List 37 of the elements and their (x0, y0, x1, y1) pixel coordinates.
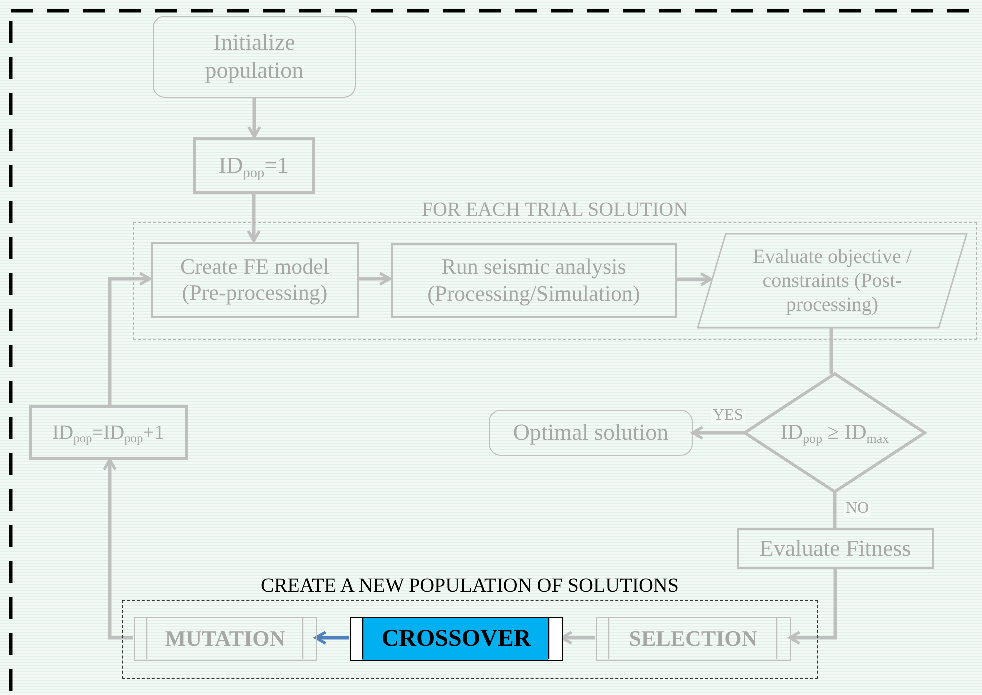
process-box (737, 528, 934, 569)
terminal-box (153, 16, 356, 98)
predefined-process-box (596, 617, 791, 661)
node-label: Create FE model (Pre-processing) (179, 254, 331, 306)
process-box (29, 405, 188, 460)
process-box (151, 242, 359, 318)
node-label: Run seismic analysis (Processing/Simulation) (426, 254, 642, 307)
connector-arrow (788, 569, 838, 645)
edge-label: NO (844, 501, 872, 517)
process-box (193, 137, 315, 194)
group-heading: CREATE A NEW POPULATION OF SOLUTIONS (260, 574, 680, 598)
node-label: Optimal solution (513, 419, 669, 447)
terminal-box (489, 410, 693, 456)
node-label: CROSSOVER (382, 624, 532, 654)
connector-arrow (314, 631, 349, 645)
connector-arrow (108, 272, 152, 405)
node-label: ID$_{pop}$=1 (218, 152, 290, 180)
node-label: ID$_{pop}$=ID$_{pop}$+1 (52, 420, 164, 444)
connector-arrow (676, 272, 712, 286)
decision-diamond (745, 374, 925, 492)
data-parallelogram (698, 234, 967, 328)
connector-arrow (248, 98, 262, 138)
connector-arrow (692, 426, 745, 440)
node-label: ID$_{pop}$ ≥ ID$_{max}$ (780, 420, 890, 446)
connector-arrow (358, 272, 392, 286)
connector-arrow (247, 194, 261, 242)
node-label: Evaluate objective / constraints (Post-processing) (752, 245, 913, 317)
node-label: SELECTION (629, 626, 758, 652)
node-label: Evaluate Fitness (760, 534, 912, 562)
node-label: MUTATION (165, 626, 286, 652)
predefined-process-box (134, 617, 317, 661)
group-heading: FOR EACH TRIAL SOLUTION (420, 198, 690, 222)
edge-label: YES (711, 408, 746, 424)
predefined-process-box (350, 617, 563, 661)
node-label: Initialize population (204, 29, 305, 85)
connector-arrow (103, 458, 133, 640)
process-box (391, 243, 677, 318)
